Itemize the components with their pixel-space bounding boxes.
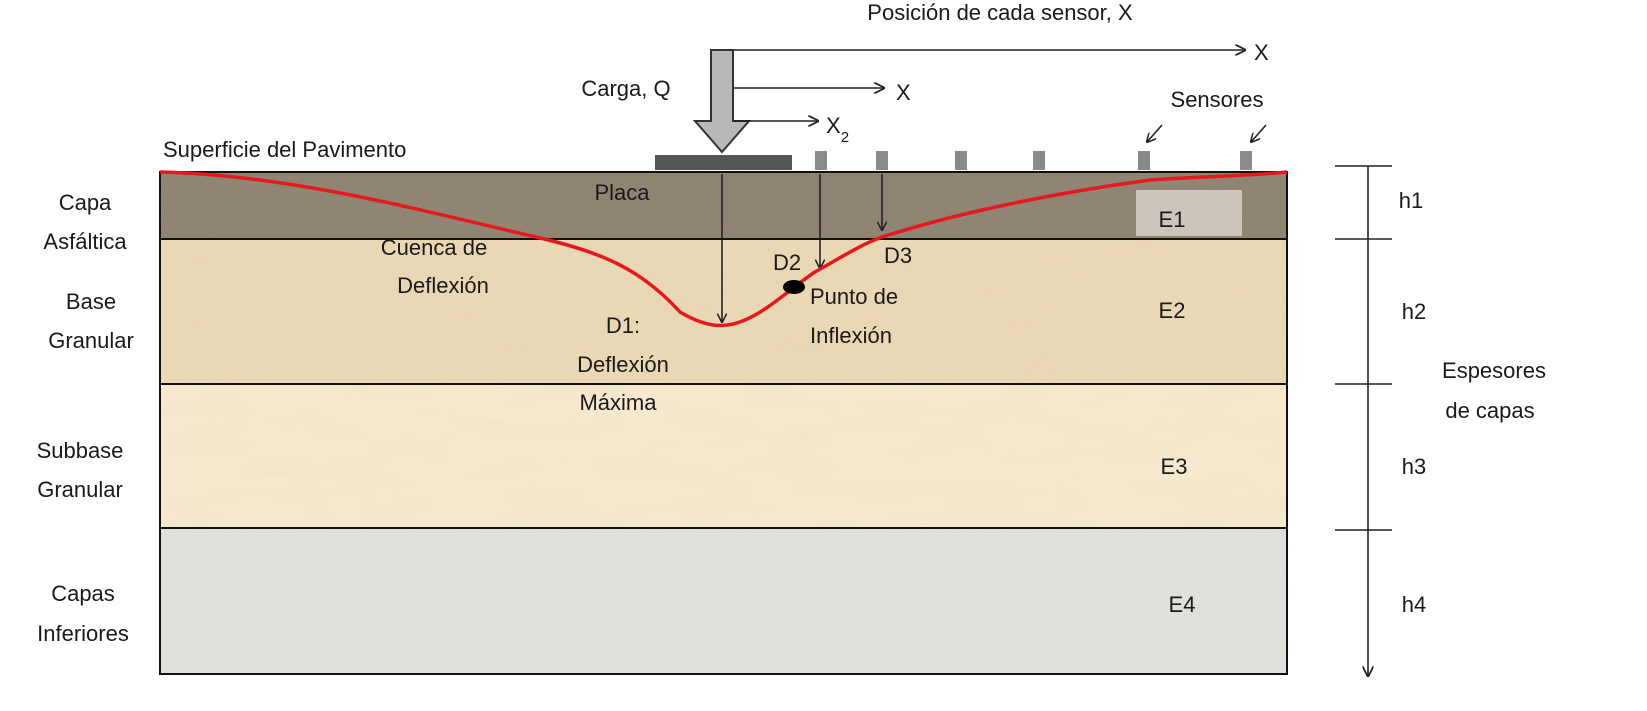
load-arrow [692,49,752,154]
layer-lower-texture [160,528,1287,674]
sensor [876,151,888,170]
layer-3-name-line2: Granular [37,477,123,502]
thickness-label-line2: de capas [1445,398,1534,423]
layer-base-texture [160,239,1287,384]
sensor-position-label: Posición de cada sensor, X [867,0,1133,25]
layer-1-name-line1: Capa [59,190,112,215]
thickness-h2: h2 [1402,299,1426,324]
deflection-basin-curve [159,170,1288,328]
loading-plate [655,155,792,170]
layer-stack [159,171,1288,675]
axis-x2-label: X2 [826,113,849,146]
layer-3-name-line1: Subbase [37,438,124,463]
inflection-label-line2: Inflexión [810,323,892,348]
sensors-label: Sensores [1171,87,1264,112]
layer-4-name-line2: Inferiores [37,621,129,646]
inflection-label-line1: Punto de [810,284,898,309]
d1-label-line3: Máxima [579,390,657,415]
d1-label-line1: D1: [606,313,640,338]
modulus-e3: E3 [1161,454,1188,479]
basin-label-line1: Cuenca de [381,235,487,260]
modulus-e1: E1 [1159,207,1186,232]
d3-label: D3 [884,243,912,268]
layer-subbase-texture [160,384,1287,528]
sensor [1033,151,1045,170]
thickness-h3: h3 [1402,454,1426,479]
sensor [955,151,967,170]
surface-label: Superficie del Pavimento [163,137,406,162]
e1-label-patch [1136,190,1242,236]
sensor [815,151,827,170]
layer-outline [159,171,1288,675]
d1-label-line2: Deflexión [577,352,669,377]
thickness-h4: h4 [1402,592,1426,617]
modulus-e2: E2 [1159,298,1186,323]
axis-x-long-label: X [1254,40,1269,65]
layer-2-name-line2: Granular [48,328,134,353]
sensor-group [815,151,1252,170]
plate-label: Placa [594,180,650,205]
sensor-pointer-arrow [1251,124,1267,142]
thickness-label-line1: Espesores [1442,358,1546,383]
basin-label-line2: Deflexión [397,273,489,298]
thickness-h1: h1 [1399,188,1423,213]
axis-x-mid-label: X [896,80,911,105]
d2-label: D2 [773,250,801,275]
inflection-point [783,280,805,294]
layer-1-name-line2: Asfáltica [43,229,127,254]
position-axes [734,50,1245,121]
modulus-e4: E4 [1169,592,1196,617]
thickness-scale [1335,165,1392,676]
sensor [1240,151,1252,170]
axis-x2-main: X [826,113,841,138]
load-label: Carga, Q [581,76,670,101]
sensor [1138,151,1150,170]
axis-x2-subscript: 2 [841,129,849,146]
layer-4-name-line1: Capas [51,581,115,606]
layer-2-name-line1: Base [66,289,116,314]
sensor-pointer-arrow [1147,124,1163,142]
layer-asphalt-texture [160,172,1287,239]
